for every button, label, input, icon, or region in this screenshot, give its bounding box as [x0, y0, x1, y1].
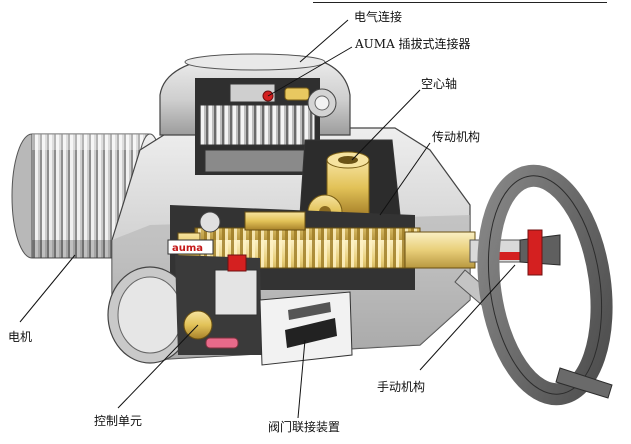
valve-attachment: [259, 291, 353, 366]
control-unit: auma: [107, 239, 262, 364]
header-rule: [313, 2, 607, 3]
label-handwheel: 手动机构: [377, 380, 426, 394]
label-valve-attachment: 阀门联接装置: [268, 420, 341, 434]
leader-motor: [19, 254, 76, 323]
leader-lines: [19, 19, 516, 419]
leader-electrical-connection: [299, 19, 349, 63]
leader-control-unit: [117, 324, 199, 409]
auma-brand-text: auma: [172, 243, 203, 254]
label-control-unit: 控制单元: [94, 414, 143, 428]
label-motor: 电机: [8, 330, 33, 344]
label-hollow-shaft: 空心轴: [421, 77, 458, 91]
label-gearing: 传动机构: [432, 130, 481, 144]
leader-auma-connector: [267, 46, 353, 97]
leader-handwheel: [419, 264, 516, 371]
leader-hollow-shaft: [351, 89, 421, 161]
leader-valve-attachment: [297, 339, 306, 419]
label-auma-connector: AUMA 插拔式连接器: [355, 37, 471, 51]
leader-gearing: [379, 142, 431, 216]
handwheel: [477, 164, 613, 406]
label-electrical-connection: 电气连接: [354, 10, 403, 24]
